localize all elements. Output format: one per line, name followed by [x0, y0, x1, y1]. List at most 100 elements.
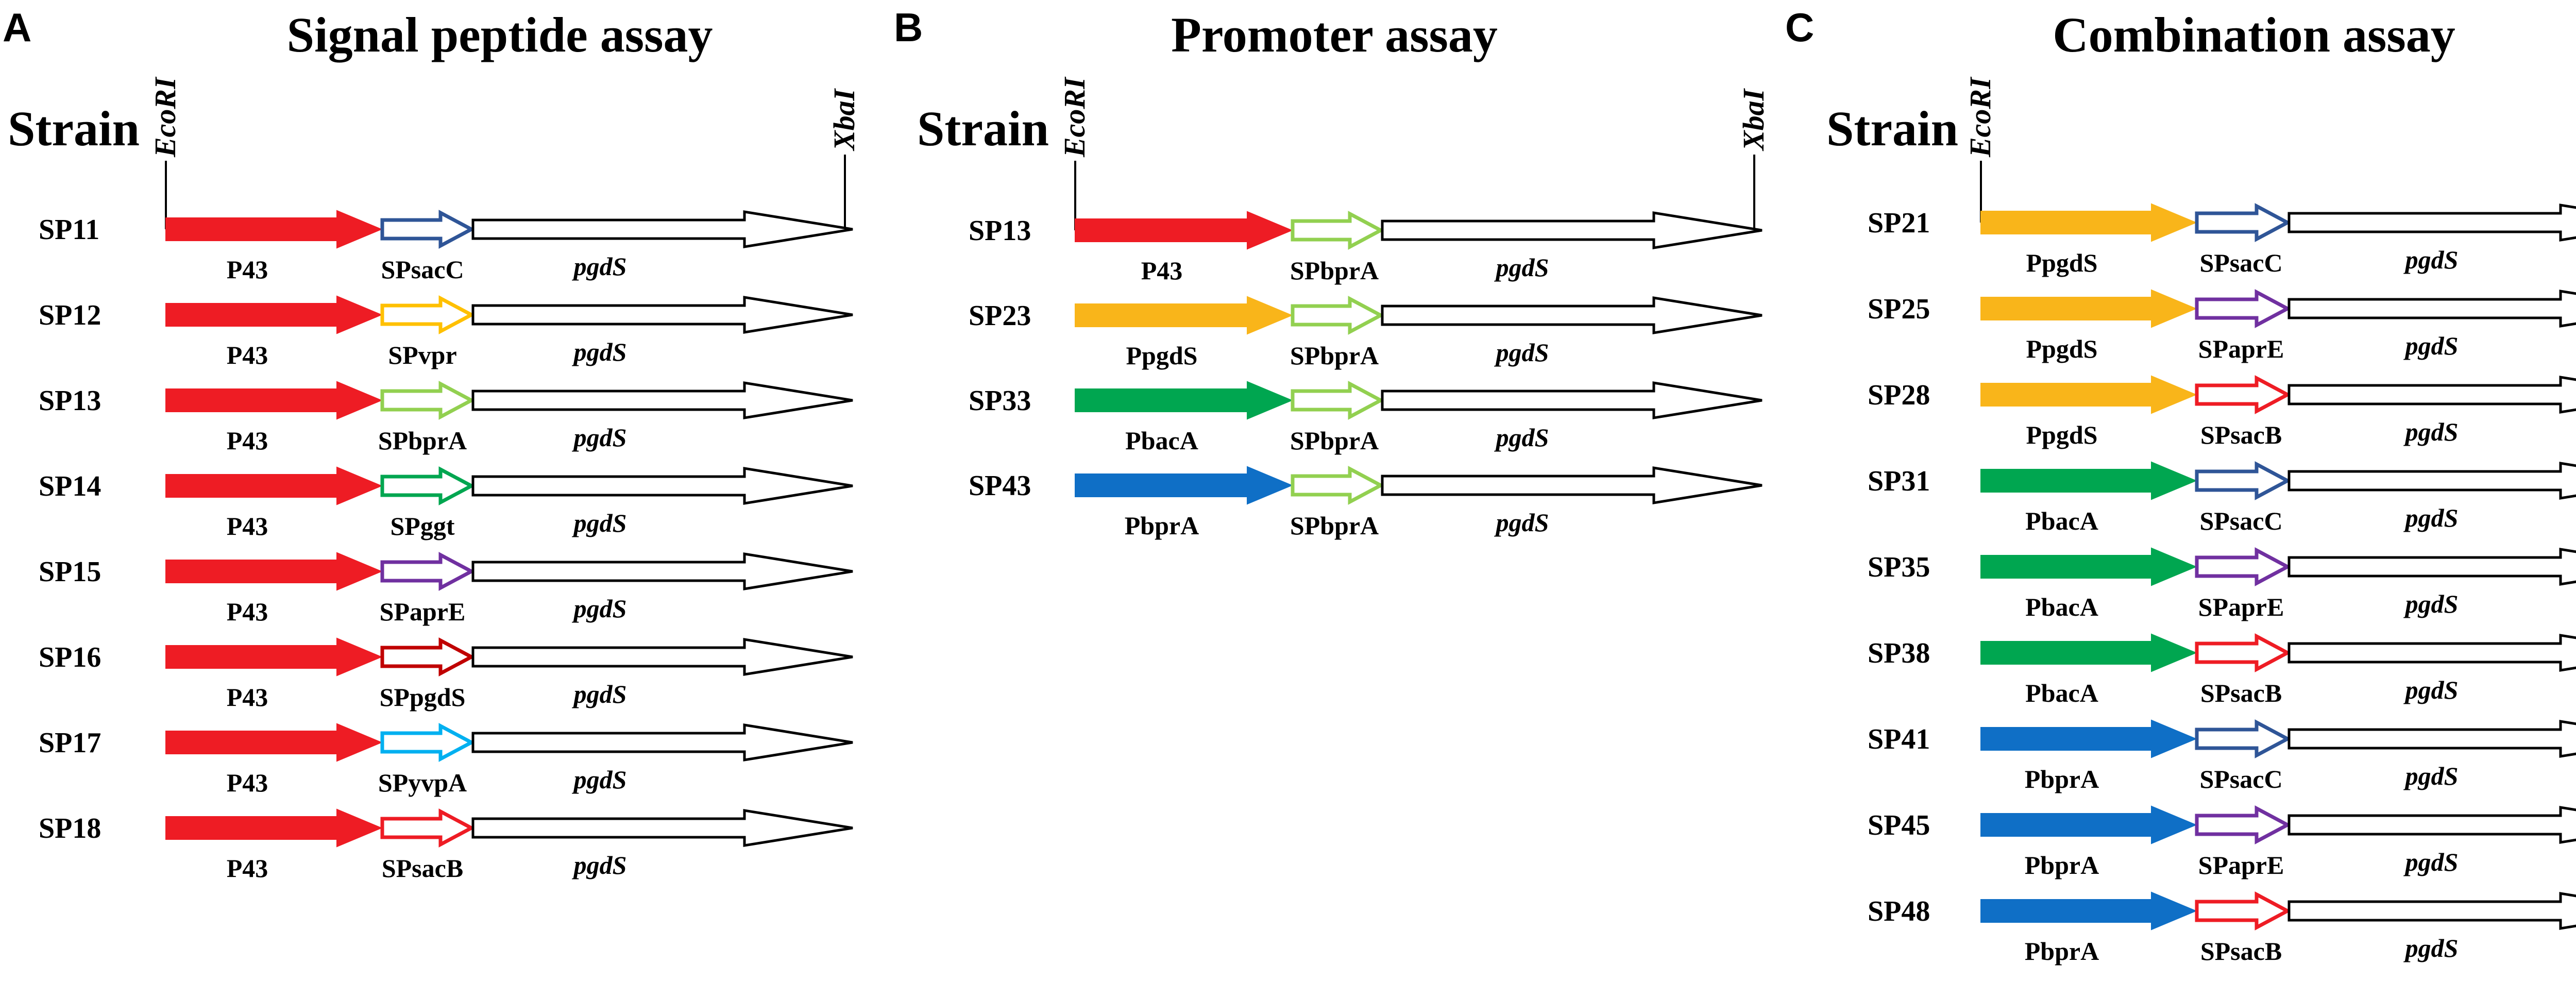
signal-peptide-label: SPsacC — [2199, 765, 2282, 793]
gene-label: pgdS — [1494, 508, 1549, 537]
promoter-arrow — [165, 723, 383, 762]
signal-peptide-arrow — [380, 295, 476, 334]
signal-peptide-label: SPsacB — [2200, 679, 2282, 707]
signal-peptide-label: SPaprE — [2198, 593, 2284, 621]
promoter-label: PbprA — [2025, 765, 2099, 793]
gene-arrow — [1381, 211, 1762, 249]
promoter-arrow — [165, 381, 383, 420]
gene-arrow — [2287, 290, 2576, 328]
strain-label: SP43 — [969, 470, 1031, 502]
gene-arrow — [2287, 634, 2576, 672]
promoter-label: P43 — [227, 768, 268, 797]
signal-peptide-label: SPsacB — [2200, 420, 2282, 449]
signal-peptide-label: SPsacC — [381, 255, 464, 284]
signal-peptide-arrow — [1291, 381, 1385, 420]
strain-label: SP17 — [39, 727, 101, 759]
strain-label: SP48 — [1868, 895, 1930, 927]
gene-arrow — [2287, 720, 2576, 758]
gene-label: pgdS — [572, 851, 627, 879]
strain-label: SP31 — [1868, 465, 1930, 497]
signal-peptide-arrow — [2195, 289, 2292, 328]
promoter-arrow — [1980, 719, 2197, 758]
promoter-label: P43 — [1141, 256, 1183, 285]
strain-label: SP12 — [39, 299, 101, 331]
promoter-arrow — [1980, 289, 2197, 328]
promoter-arrow — [1980, 633, 2197, 672]
signal-peptide-label: SPyvpA — [378, 768, 467, 797]
promoter-label: P43 — [227, 341, 268, 369]
promoter-arrow — [165, 295, 383, 334]
gene-label: pgdS — [572, 252, 627, 281]
strain-label: SP13 — [969, 215, 1031, 247]
strain-label: SP35 — [1868, 551, 1930, 583]
restriction-site-xbai: XbaI — [827, 88, 861, 151]
promoter-arrow — [165, 552, 383, 591]
restriction-site-ecori: EcoRI — [1058, 76, 1091, 158]
gene-arrow — [471, 296, 853, 334]
strain-label: SP21 — [1868, 207, 1930, 239]
panel-title: Signal peptide assay — [287, 7, 713, 62]
promoter-label: PbprA — [2025, 937, 2099, 966]
promoter-arrow — [165, 210, 383, 249]
strain-label: SP41 — [1868, 723, 1930, 755]
signal-peptide-arrow — [2195, 203, 2292, 242]
gene-arrow — [1381, 466, 1762, 504]
signal-peptide-label: SPbprA — [1290, 426, 1379, 455]
gene-label: pgdS — [2403, 245, 2459, 274]
promoter-arrow — [1075, 466, 1293, 505]
gene-arrow — [471, 723, 853, 762]
gene-arrow — [471, 638, 853, 676]
panel-letter: C — [1785, 5, 1814, 50]
promoter-label: PpgdS — [2026, 334, 2098, 363]
signal-peptide-arrow — [2195, 891, 2292, 931]
promoter-arrow — [1075, 381, 1293, 420]
promoter-label: P43 — [227, 512, 268, 540]
gene-label: pgdS — [2403, 331, 2459, 360]
gene-arrow — [2287, 806, 2576, 844]
strain-label: SP16 — [39, 641, 101, 673]
signal-peptide-label: SPaprE — [2198, 334, 2284, 363]
gene-label: pgdS — [2403, 503, 2459, 532]
promoter-label: P43 — [227, 426, 268, 455]
promoter-label: P43 — [227, 854, 268, 883]
gene-label: pgdS — [2403, 762, 2459, 790]
promoter-arrow — [165, 466, 383, 505]
promoter-arrow — [165, 808, 383, 848]
signal-peptide-label: SPbprA — [1290, 341, 1379, 370]
strain-label: SP28 — [1868, 379, 1930, 411]
signal-peptide-arrow — [2195, 461, 2292, 500]
signal-peptide-label: SPbprA — [1290, 511, 1379, 540]
strain-label: SP13 — [39, 385, 101, 417]
gene-label: pgdS — [572, 594, 627, 623]
gene-arrow — [2287, 462, 2576, 500]
signal-peptide-arrow — [1291, 296, 1385, 335]
panel-letter: A — [3, 5, 31, 50]
signal-peptide-label: SPpgdS — [380, 683, 466, 712]
gene-arrow — [471, 381, 853, 419]
promoter-label: PbprA — [1125, 511, 1199, 540]
gene-label: pgdS — [1494, 253, 1549, 282]
promoter-arrow — [1980, 891, 2197, 931]
strain-column-header: Strain — [1826, 101, 1958, 156]
signal-peptide-arrow — [2195, 375, 2292, 414]
gene-arrow — [2287, 376, 2576, 414]
strain-label: SP33 — [969, 385, 1031, 417]
signal-peptide-arrow — [2195, 805, 2292, 844]
promoter-label: PbacA — [2025, 679, 2098, 707]
strain-label: SP25 — [1868, 293, 1930, 325]
promoter-arrow — [1980, 461, 2197, 500]
